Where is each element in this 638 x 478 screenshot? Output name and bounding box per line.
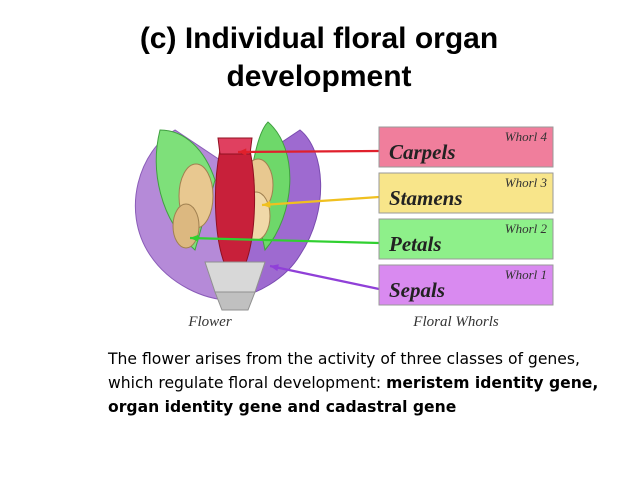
flower-caption: Flower [187, 314, 231, 330]
arrowhead-stamens [262, 200, 271, 208]
whorl-number-label: Whorl 2 [505, 221, 548, 236]
organ-label-stamens: Stamens [389, 186, 463, 210]
arrowhead-petals [190, 234, 199, 242]
whorl-box-petals [378, 218, 554, 260]
organ-label-carpels: Carpels [389, 140, 456, 164]
arrow-stamens [261, 195, 380, 207]
description-plain-text: The flower arises from the activity of t… [108, 350, 580, 392]
arrowhead-sepals [270, 264, 279, 272]
slide-title: (c) Individual floral organ development [0, 20, 638, 96]
organ-label-sepals: Sepals [389, 278, 445, 302]
arrowhead-carpels [238, 148, 247, 156]
title-line-1: (c) Individual floral organ [139, 22, 499, 55]
whorl-box-stamens [378, 172, 554, 214]
whorl-number-label: Whorl 4 [505, 129, 548, 144]
whorl-box-carpels [378, 126, 554, 168]
floral-whorls-caption: Floral Whorls [412, 314, 499, 330]
whorl-number-label: Whorl 3 [505, 175, 548, 190]
description-paragraph: The flower arises from the activity of t… [108, 347, 608, 419]
description-bold-text: meristem identity gene, organ identity g… [108, 374, 599, 416]
arrow-petals [189, 236, 380, 245]
arrow-carpels [237, 149, 380, 154]
arrow-sepals [269, 264, 380, 291]
whorl-box-sepals [378, 264, 554, 306]
title-line-2: development [226, 60, 412, 93]
whorl-number-label: Whorl 1 [505, 267, 547, 282]
organ-label-petals: Petals [388, 232, 442, 256]
flower-illustration [134, 121, 322, 311]
